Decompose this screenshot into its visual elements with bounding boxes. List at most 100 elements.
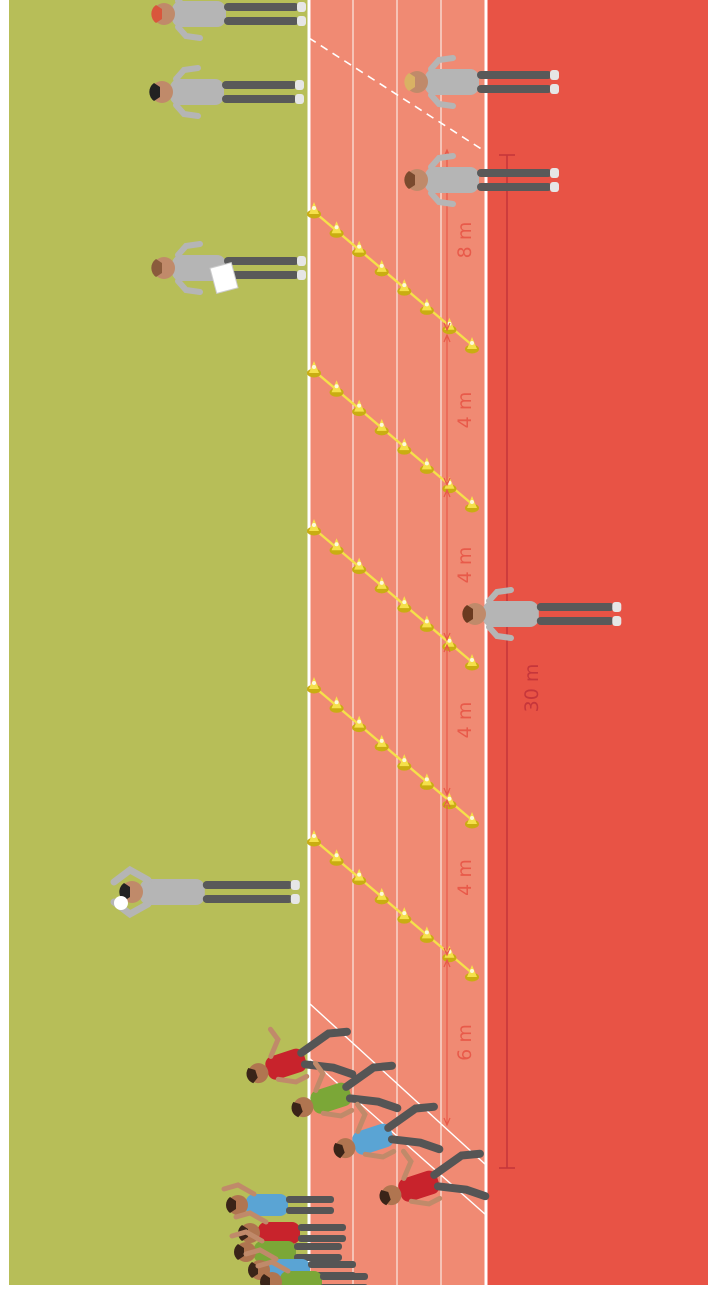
torso xyxy=(483,601,539,627)
leg-left xyxy=(286,1196,334,1203)
arm-right xyxy=(275,1073,310,1085)
cone-icon xyxy=(329,380,344,397)
total-distance-measure: 30 m xyxy=(499,154,543,1169)
leg-right xyxy=(536,617,615,625)
cone-icon xyxy=(465,812,479,829)
torso xyxy=(140,879,205,905)
cone-shine xyxy=(379,580,384,585)
arm-left xyxy=(400,1148,414,1181)
hair xyxy=(462,605,473,623)
cone-icon xyxy=(419,926,434,943)
cone-shine xyxy=(402,442,407,447)
cone-shine xyxy=(424,619,429,624)
measure-arrow-top xyxy=(443,488,451,498)
arm-raised xyxy=(229,1229,265,1244)
cone-icon xyxy=(352,868,367,886)
cone-icon xyxy=(419,457,434,474)
cone-icon xyxy=(329,849,344,866)
cone-shine xyxy=(424,777,429,782)
hair xyxy=(246,1068,258,1084)
measure-arrow-top xyxy=(443,958,451,968)
cone-icon xyxy=(419,615,434,632)
measure-arrow-bottom xyxy=(443,632,451,642)
measure-arrow-top xyxy=(443,798,451,808)
arm-raised xyxy=(255,1259,291,1274)
cone-icon xyxy=(329,696,344,713)
cone-shine xyxy=(334,853,339,858)
cone-icon xyxy=(465,654,479,671)
hair xyxy=(404,171,415,189)
official-top-left xyxy=(151,0,306,41)
leg-left xyxy=(222,81,297,89)
leg-left xyxy=(298,1224,346,1231)
cone-shine xyxy=(424,930,429,935)
torso xyxy=(425,167,479,193)
shoe-left xyxy=(612,602,622,612)
leg-right xyxy=(286,1207,334,1214)
measure-arrow-top xyxy=(443,643,451,653)
arm-raised xyxy=(233,1210,269,1225)
cone-shine xyxy=(402,758,407,763)
official-timer xyxy=(149,65,304,119)
cone-shine xyxy=(447,796,452,801)
official-finish-brown xyxy=(404,153,559,207)
leg-left xyxy=(224,3,299,11)
torso xyxy=(254,1241,296,1263)
arm-right xyxy=(428,190,456,207)
leg-right xyxy=(477,183,552,191)
arm-left xyxy=(486,587,514,604)
hair xyxy=(379,1190,391,1206)
cone-icon xyxy=(374,887,389,905)
leg-left xyxy=(477,71,552,79)
cone-shine xyxy=(447,638,452,643)
arm-right xyxy=(173,102,201,119)
leg-right xyxy=(224,17,299,25)
arm-left xyxy=(173,65,201,82)
grass-area xyxy=(9,0,309,1285)
finish-diagonal-dashed xyxy=(308,37,487,153)
cone-icon xyxy=(307,519,321,536)
cone-shine xyxy=(470,658,474,662)
leg-right xyxy=(387,1135,444,1154)
cone-shine xyxy=(312,206,316,210)
torso xyxy=(246,1194,288,1216)
torso xyxy=(258,1222,300,1244)
measure-arrow-bottom xyxy=(443,322,451,332)
arm-right xyxy=(486,624,514,641)
leg-right xyxy=(298,1235,346,1242)
cone-shine xyxy=(379,422,384,427)
measure-arrow-bottom xyxy=(443,1117,451,1127)
cone-shine xyxy=(470,969,474,973)
shoe-right xyxy=(550,182,559,192)
leg-left xyxy=(536,603,615,611)
arm-left xyxy=(312,1060,326,1093)
segment-label: 4 m xyxy=(454,392,476,429)
hair xyxy=(151,5,162,23)
shoe-left xyxy=(550,70,559,80)
hair xyxy=(404,73,415,91)
cone-icon xyxy=(397,907,412,924)
measure-arrow-top xyxy=(443,333,451,343)
segment-measure-4: 4 m xyxy=(443,643,476,797)
arm-right xyxy=(428,92,456,109)
cone-icon xyxy=(307,361,321,378)
hair xyxy=(333,1143,345,1159)
cone-icon xyxy=(374,734,389,752)
total-label: 30 m xyxy=(521,664,543,713)
cone-shine xyxy=(470,816,474,820)
cone-shine xyxy=(379,891,384,896)
measure-arrow-bottom xyxy=(443,787,451,797)
runner-4 xyxy=(379,1148,490,1207)
leg-left xyxy=(224,257,299,265)
cone-icon xyxy=(374,418,389,436)
hair xyxy=(291,1102,303,1118)
arm-right xyxy=(175,24,203,41)
leg-right xyxy=(433,1182,490,1201)
cone-icon xyxy=(465,496,479,513)
leg-left xyxy=(477,169,552,177)
cone-shine xyxy=(424,302,429,307)
cone-icon xyxy=(397,754,412,771)
cone-icon xyxy=(374,259,389,277)
leg-left xyxy=(308,1261,356,1268)
